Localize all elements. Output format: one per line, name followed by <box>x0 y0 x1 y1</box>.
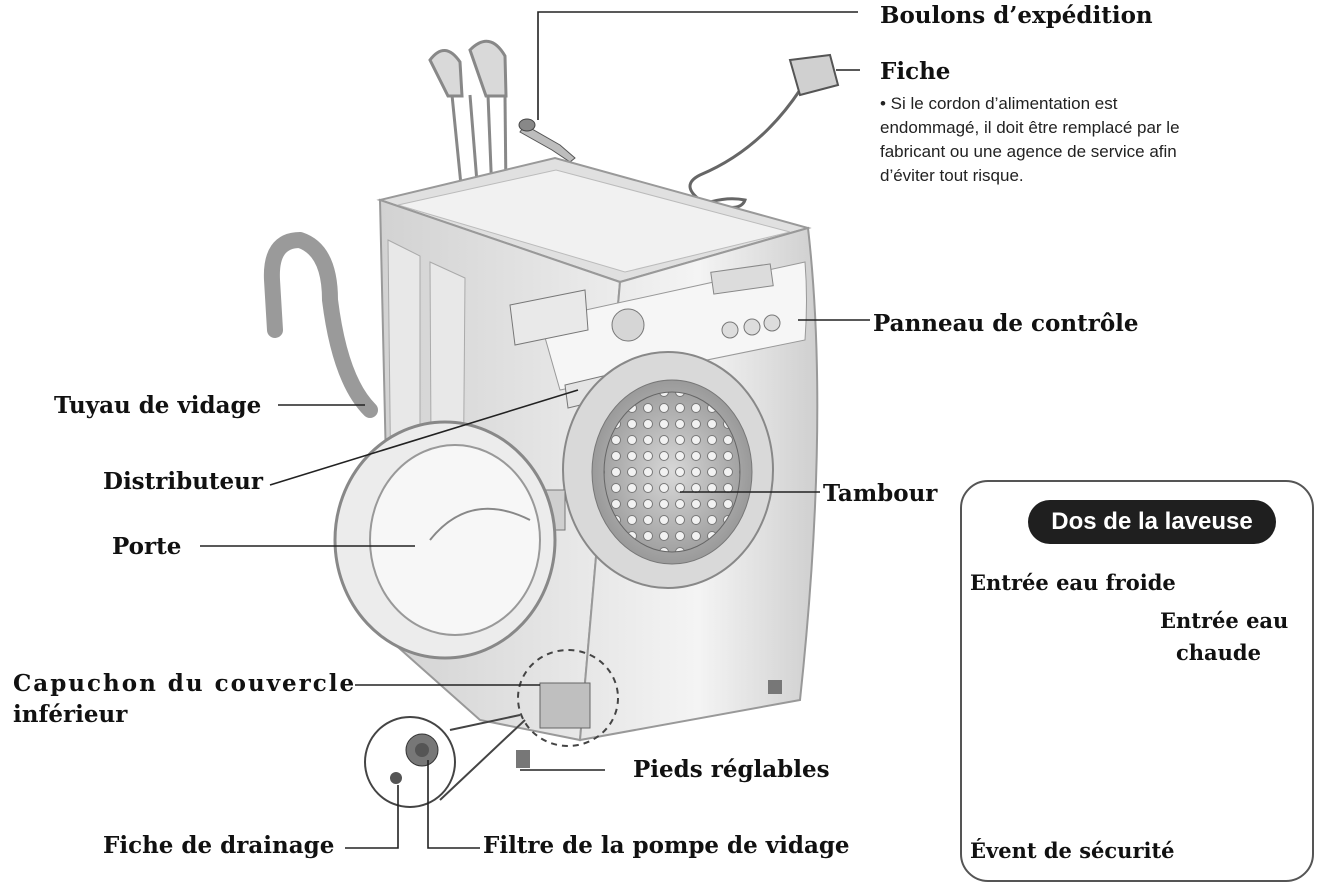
drain-plug-label: Fiche de drainage <box>103 832 335 859</box>
lower-cover-cap-label-line2: inférieur <box>13 701 128 728</box>
shipping-bolt-drawing <box>518 118 576 163</box>
drain-hose-label: Tuyau de vidage <box>54 392 262 419</box>
lower-cover-cap-label: Capuchon du couvercle <box>13 670 357 697</box>
dispenser-label: Distributeur <box>103 468 264 495</box>
power-cord-drawing <box>688 53 840 212</box>
drum-label: Tambour <box>823 480 938 507</box>
leader-lines <box>200 11 870 849</box>
plug-note: • Si le cordon d’alimentation est endomm… <box>880 94 1180 185</box>
washer-body <box>333 156 819 768</box>
cold-inlet-label: Entrée eau froide <box>970 570 1176 595</box>
adjustable-feet-label: Pieds réglables <box>633 756 830 783</box>
back-panel-inset <box>960 480 1314 882</box>
filter-zoom <box>364 714 526 808</box>
safety-vent-label: Évent de sécurité <box>970 838 1175 863</box>
drain-hose-drawing <box>263 232 378 418</box>
plug-label: Fiche <box>880 58 951 85</box>
back-panel-title: Dos de la laveuse <box>1028 500 1276 544</box>
drain-pump-filter-label: Filtre de la pompe de vidage <box>483 832 850 859</box>
hot-inlet-label-line2: chaude <box>1176 640 1261 665</box>
hot-inlet-label: Entrée eau <box>1160 608 1289 633</box>
water-hoses <box>428 39 508 196</box>
control-panel-label: Panneau de contrôle <box>873 310 1139 337</box>
door-label: Porte <box>112 533 182 560</box>
shipping-bolts-label: Boulons d’expédition <box>880 2 1153 29</box>
